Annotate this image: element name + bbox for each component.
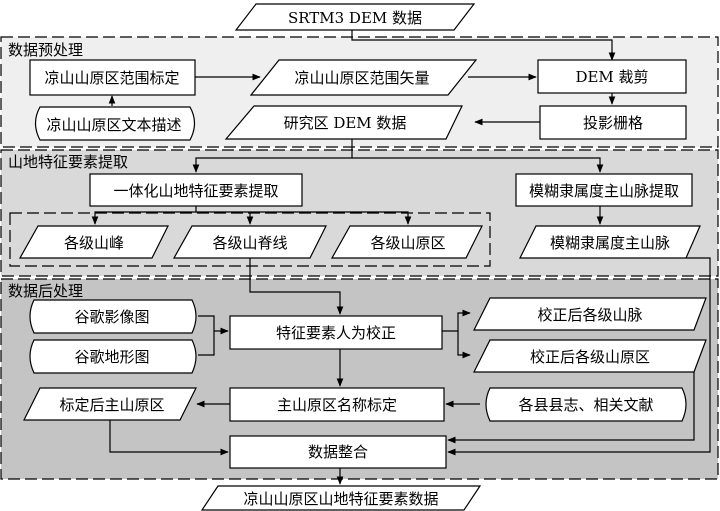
node-plateau-text-desc-label: 凉山山原区文本描述 bbox=[46, 116, 181, 134]
node-name-marking-label: 主山原区名称标定 bbox=[277, 396, 397, 414]
node-data-integration-label: 数据整合 bbox=[308, 443, 368, 461]
node-name-marking: 主山原区名称标定 bbox=[229, 387, 445, 422]
section-postprocess-label: 数据后处理 bbox=[8, 282, 83, 300]
node-plateaus-label: 各级山原区 bbox=[370, 234, 445, 252]
node-peaks-label: 各级山峰 bbox=[64, 234, 124, 252]
node-dem-clip-label: DEM 裁剪 bbox=[575, 68, 648, 86]
node-corrected-plateaus: 校正后各级山原区 bbox=[473, 339, 707, 373]
node-fuzzy-main-range-label: 模糊隶属度主山脉 bbox=[550, 234, 670, 252]
node-corrected-ranges-label: 校正后各级山脉 bbox=[537, 306, 642, 324]
node-marked-plateau: 标定后主山原区 bbox=[23, 387, 197, 421]
node-corrected-plateaus-label: 校正后各级山原区 bbox=[530, 348, 650, 366]
node-plateau-text-desc: 凉山山原区文本描述 bbox=[34, 106, 196, 141]
node-manual-correction-label: 特征要素人为校正 bbox=[276, 324, 396, 342]
node-plateau-range-mark-label: 凉山山原区范围标定 bbox=[44, 69, 179, 87]
node-plateaus: 各级山原区 bbox=[330, 225, 483, 259]
node-fuzzy-extraction: 模糊隶属度主山脉提取 bbox=[515, 173, 693, 207]
node-county-records-label: 各县县志、相关文献 bbox=[518, 396, 653, 414]
node-output-data: 凉山山原区山地特征要素数据 bbox=[200, 485, 482, 511]
node-plateau-range-vector: 凉山山原区范围矢量 bbox=[249, 59, 478, 96]
node-peaks: 各级山峰 bbox=[18, 225, 169, 259]
section-extraction-label: 山地特征要素提取 bbox=[8, 153, 128, 171]
node-county-records: 各县县志、相关文献 bbox=[485, 387, 687, 422]
node-projection-grid-label: 投影栅格 bbox=[583, 114, 643, 132]
node-google-terrain-label: 谷歌地形图 bbox=[74, 348, 149, 366]
node-ridges: 各级山脊线 bbox=[172, 225, 327, 259]
node-integrated-extraction: 一体化山地特征要素提取 bbox=[89, 173, 303, 207]
node-ridges-label: 各级山脊线 bbox=[212, 234, 287, 252]
node-fuzzy-extraction-label: 模糊隶属度主山脉提取 bbox=[529, 182, 679, 200]
node-fuzzy-main-range: 模糊隶属度主山脉 bbox=[519, 225, 701, 259]
node-integrated-extraction-label: 一体化山地特征要素提取 bbox=[113, 182, 278, 200]
node-srtm-input: SRTM3 DEM 数据 bbox=[234, 3, 476, 31]
node-dem-clip: DEM 裁剪 bbox=[537, 59, 687, 94]
node-study-dem-label: 研究区 DEM 数据 bbox=[284, 114, 407, 132]
node-plateau-range-mark: 凉山山原区范围标定 bbox=[29, 59, 196, 96]
node-google-terrain: 谷歌地形图 bbox=[29, 339, 197, 374]
node-marked-plateau-label: 标定后主山原区 bbox=[59, 396, 164, 414]
connectors bbox=[91, 30, 711, 485]
node-output-data-label: 凉山山原区山地特征要素数据 bbox=[243, 490, 438, 508]
node-plateau-range-vector-label: 凉山山原区范围矢量 bbox=[294, 69, 429, 87]
node-projection-grid: 投影栅格 bbox=[539, 105, 687, 140]
node-manual-correction: 特征要素人为校正 bbox=[229, 315, 443, 350]
section-preprocess-label: 数据预处理 bbox=[8, 41, 83, 59]
node-google-image: 谷歌影像图 bbox=[29, 299, 197, 334]
node-data-integration: 数据整合 bbox=[229, 435, 447, 469]
node-google-image-label: 谷歌影像图 bbox=[74, 308, 149, 326]
node-corrected-ranges: 校正后各级山脉 bbox=[473, 297, 707, 331]
node-study-dem: 研究区 DEM 数据 bbox=[224, 105, 463, 140]
node-srtm-input-label: SRTM3 DEM 数据 bbox=[288, 9, 422, 27]
